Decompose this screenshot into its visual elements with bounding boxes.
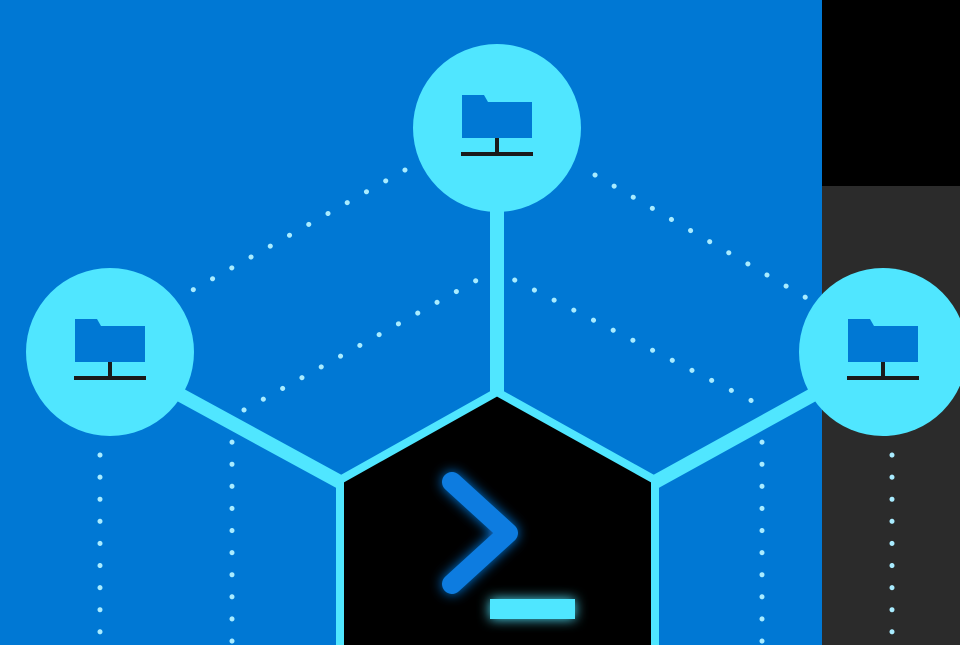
network-folder-icon [74, 319, 146, 380]
network-folder-icon [847, 319, 919, 380]
connector-right [651, 385, 822, 489]
dotted-line-top-left [172, 167, 408, 303]
network-folder-icon [461, 95, 533, 156]
terminal-prompt-icon [442, 472, 575, 619]
top-right-black-panel [822, 0, 960, 186]
network-node-top [413, 44, 581, 212]
solid-connectors [171, 200, 822, 489]
connector-left [171, 385, 344, 489]
terminal-cursor [490, 599, 575, 619]
network-node-right [799, 268, 960, 436]
dotted-connections [97, 167, 895, 645]
network-node-left [26, 268, 194, 436]
